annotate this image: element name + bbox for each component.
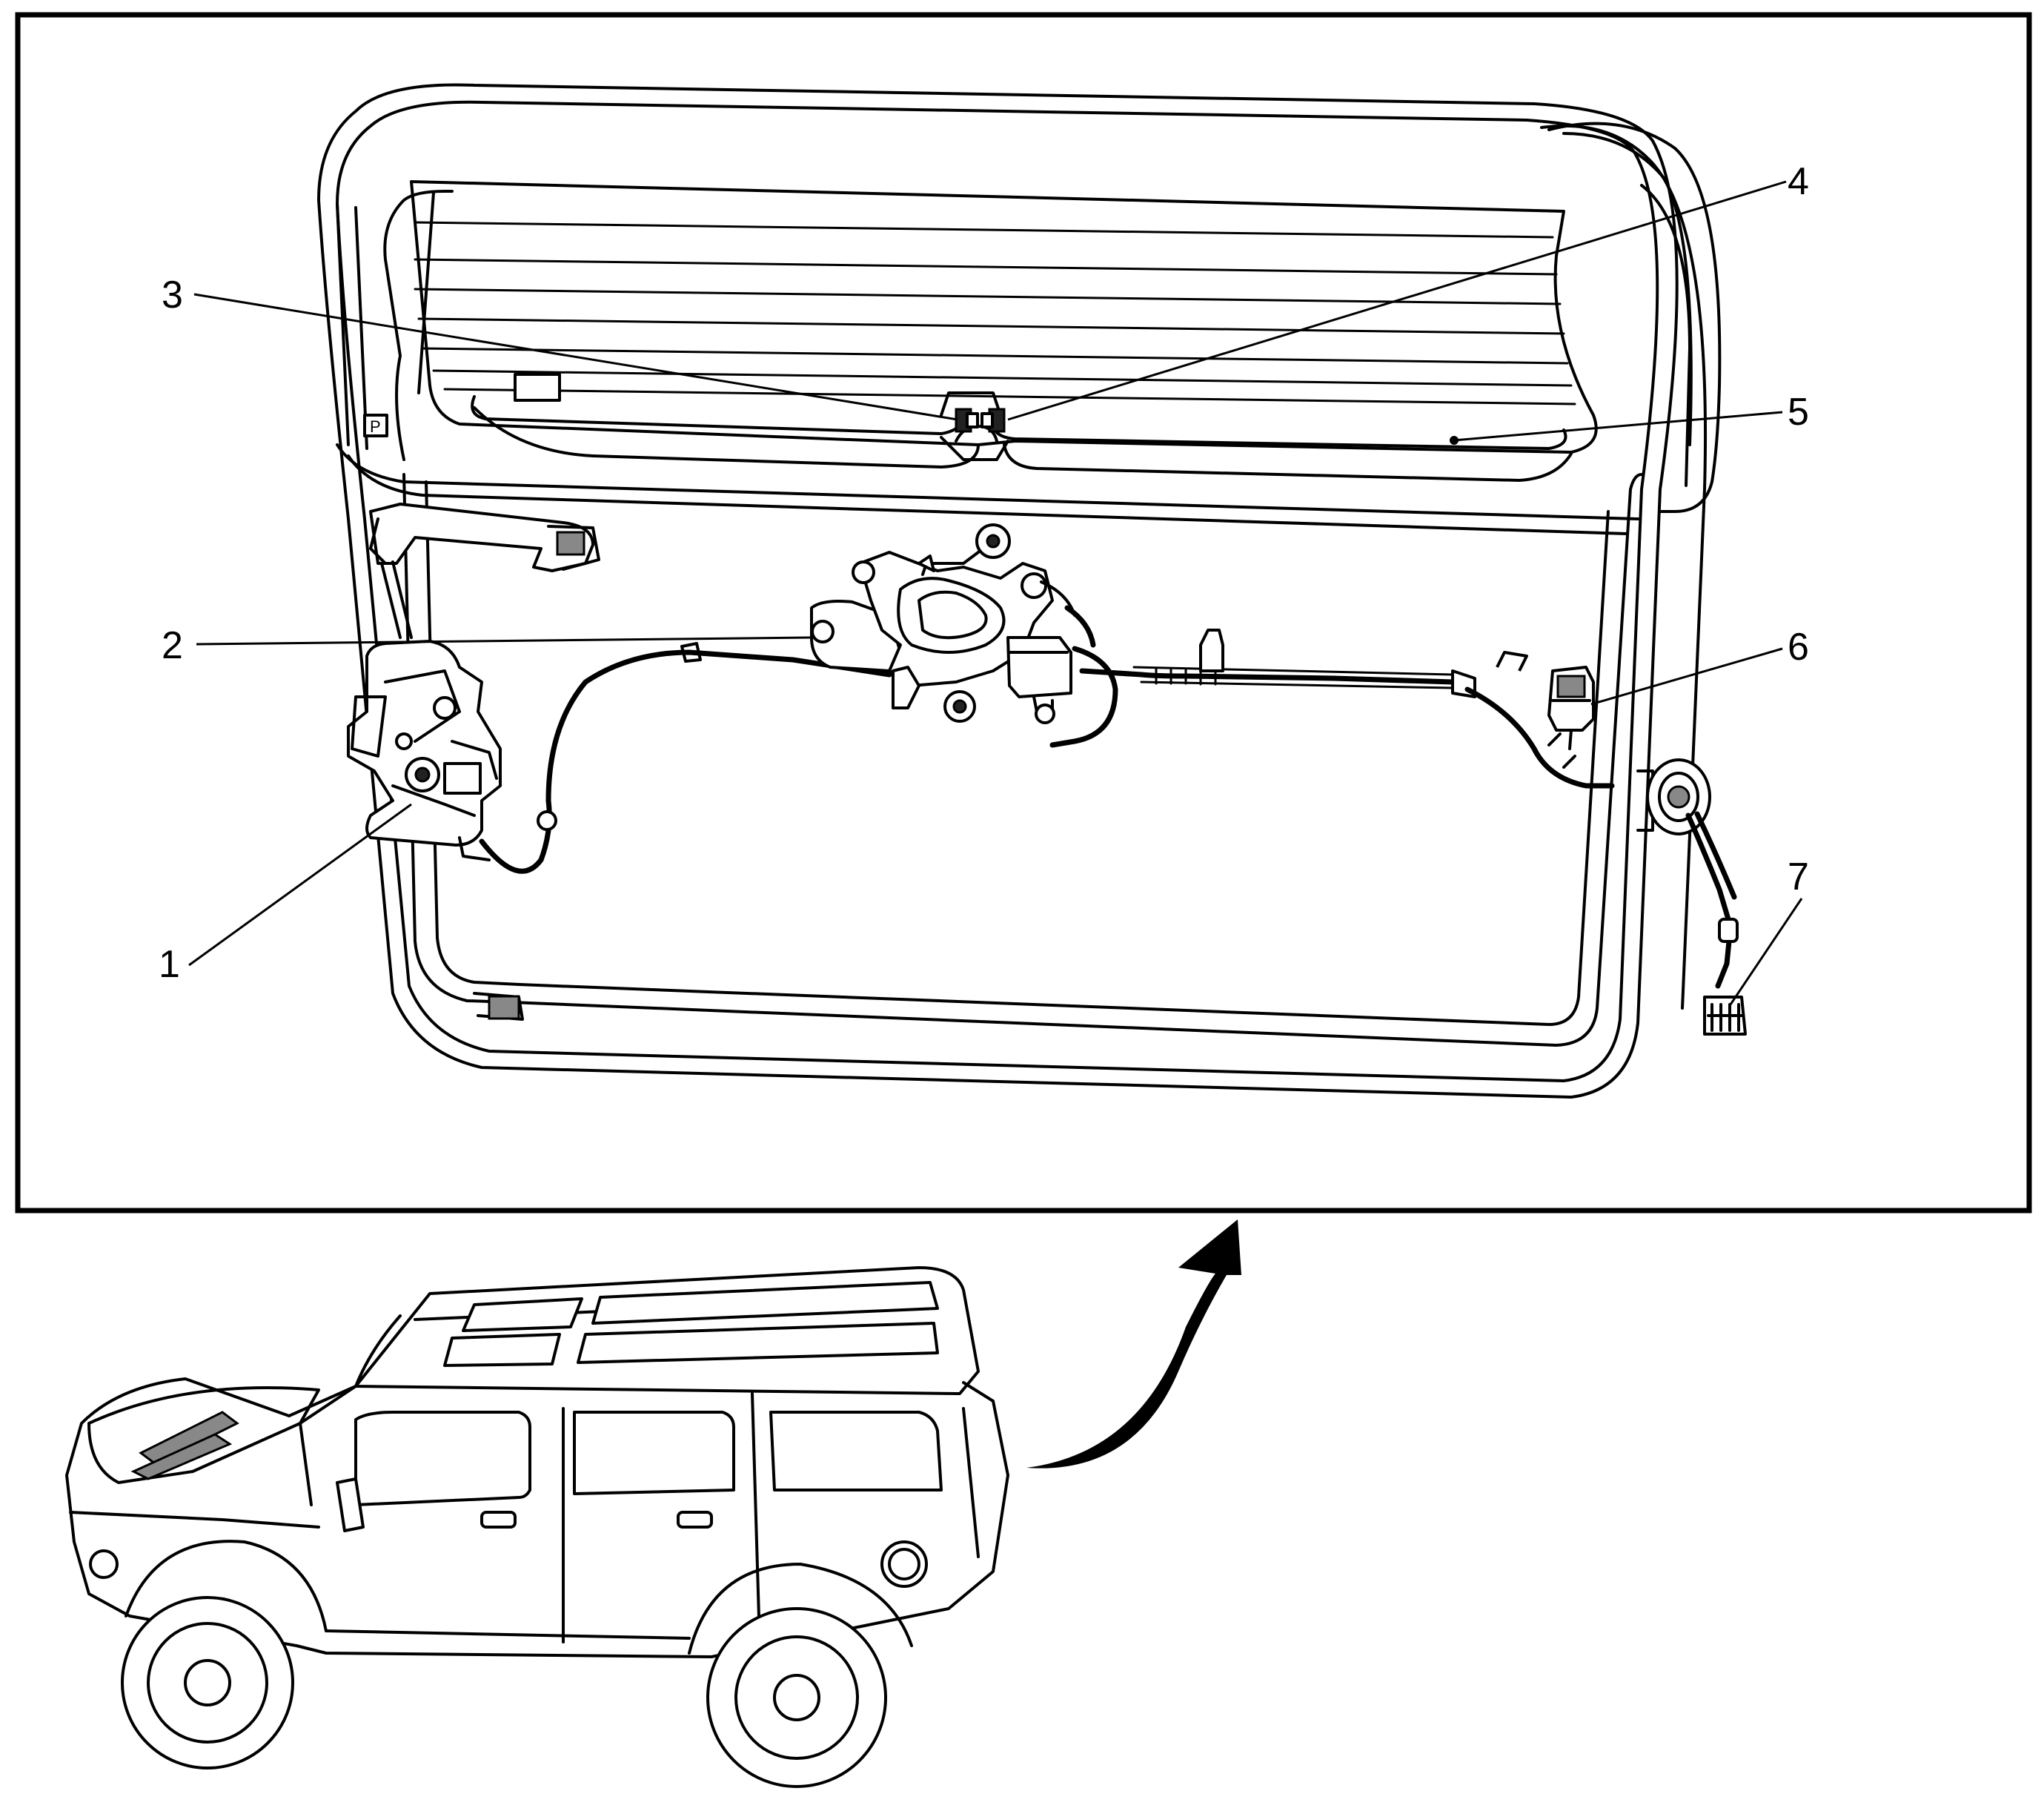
callout-dot-5: [1450, 436, 1459, 445]
callout-label-7: 7: [1788, 855, 1809, 898]
svg-text:P: P: [370, 417, 381, 436]
vehicle-locator-view: [65, 1266, 1009, 1788]
glass-connectors: [955, 408, 1006, 433]
endgate-panel: [317, 83, 1722, 1099]
callout-labels: 1 2 3 4 5 6 7: [159, 160, 1809, 986]
callout-leader-2: [196, 636, 812, 646]
endgate-harness-connector: [1547, 666, 1595, 750]
callout-label-3: 3: [162, 274, 183, 317]
callout-leader-5: [1453, 411, 1783, 442]
callout-leader-3: [193, 293, 958, 421]
callout-leaders: [188, 180, 1803, 1005]
callout-leader-4: [1007, 180, 1787, 421]
rear-wiper-motor: [810, 523, 1118, 748]
endgate-harness-grommet: [1636, 758, 1747, 1036]
callout-label-5: 5: [1788, 391, 1809, 434]
callout-label-4: 4: [1788, 160, 1809, 203]
callout-leader-1: [188, 803, 412, 967]
callout-label-2: 2: [162, 624, 183, 667]
callout-leader-7: [1729, 898, 1803, 1005]
callout-leader-6: [1590, 647, 1783, 706]
callout-label-6: 6: [1788, 626, 1809, 669]
locator-arrow: [1026, 1219, 1241, 1469]
endgate-latch-actuator: [347, 640, 502, 861]
endgate-wiring-harness: [479, 629, 1615, 874]
liftglass-release-handle: [369, 503, 600, 639]
callout-label-1: 1: [159, 943, 180, 986]
